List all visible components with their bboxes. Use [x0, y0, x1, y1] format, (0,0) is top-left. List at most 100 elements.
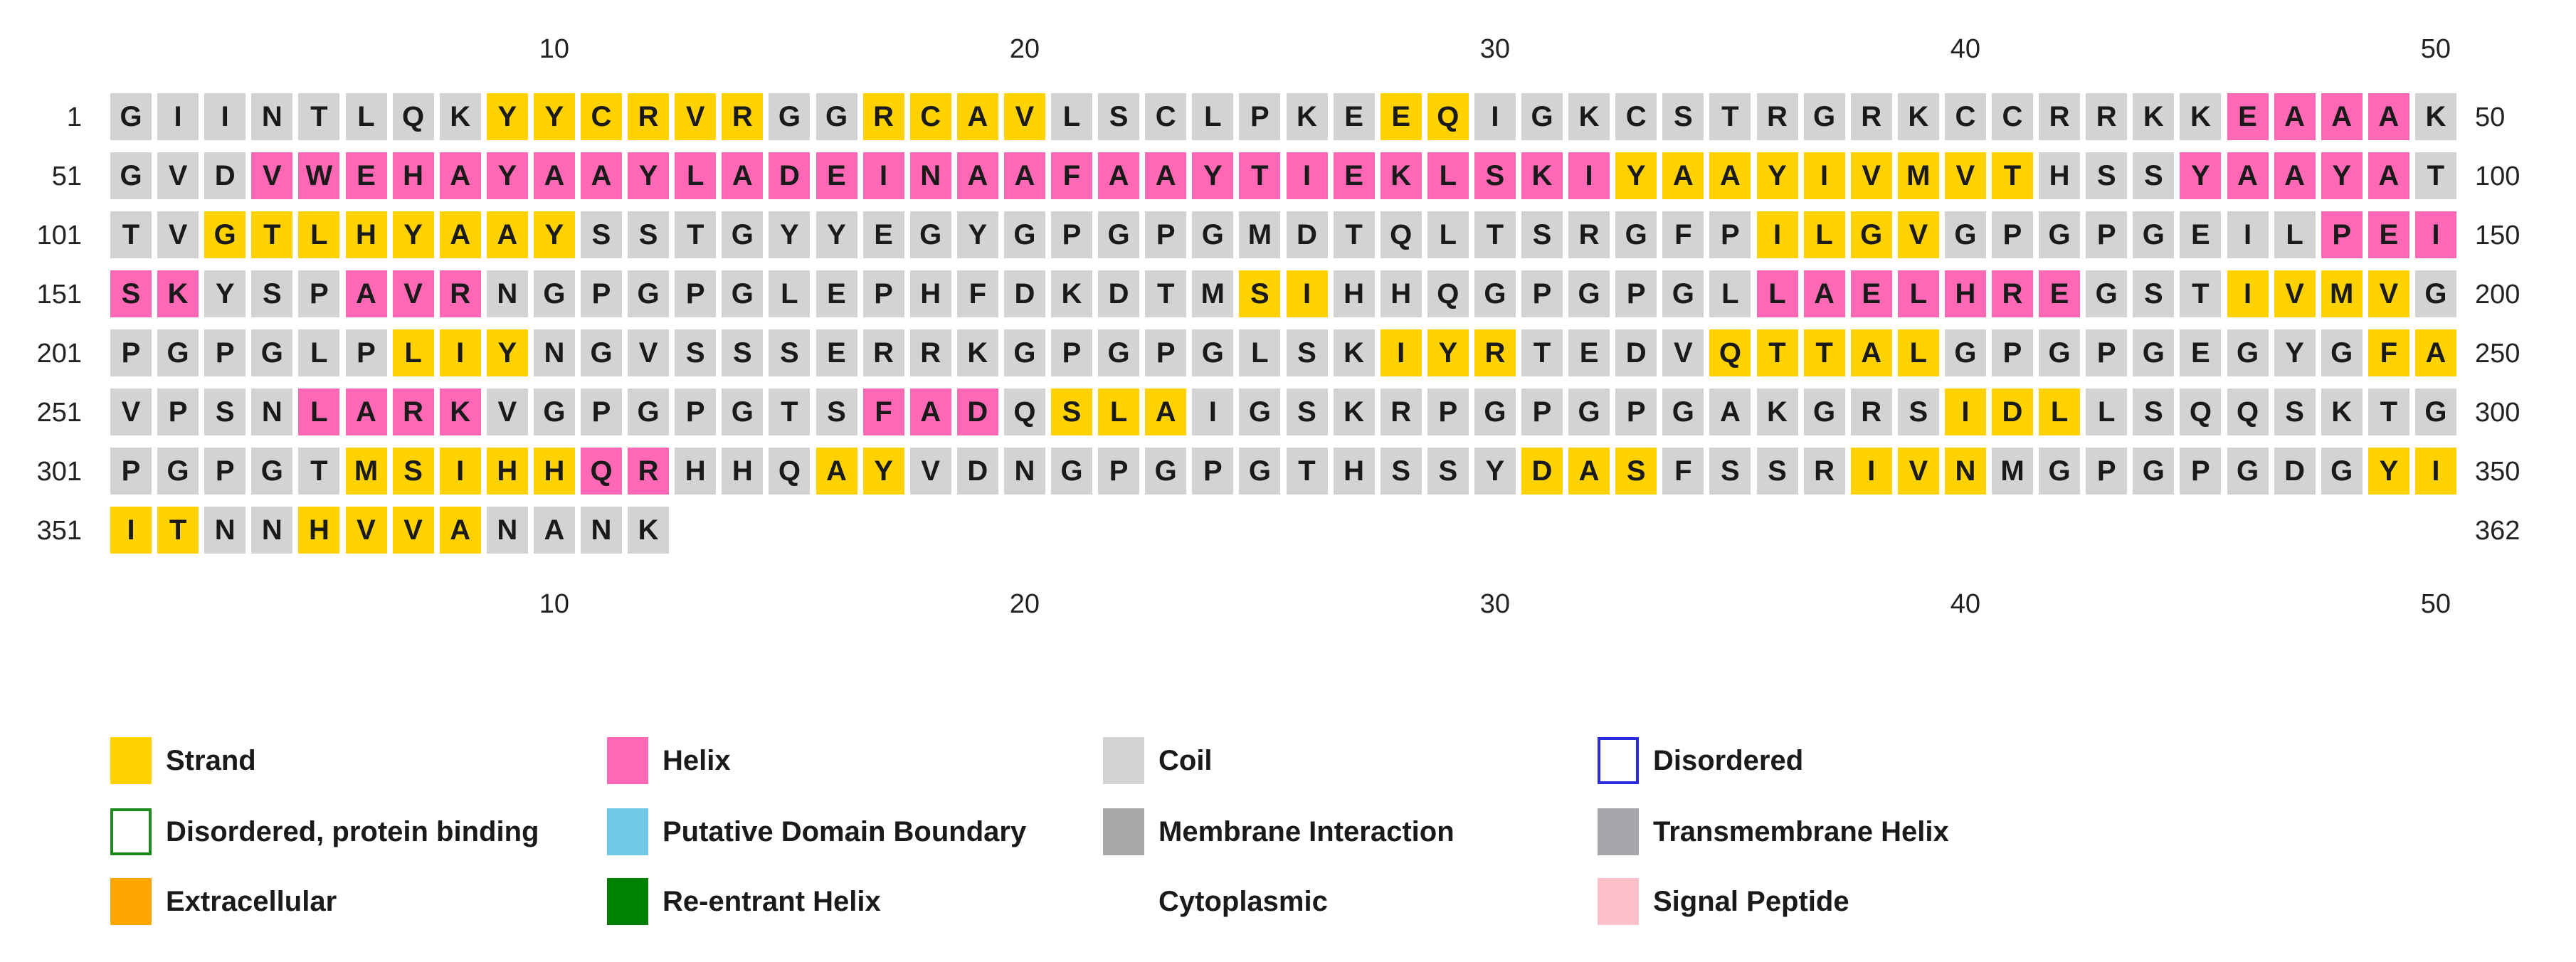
residue: R	[1474, 329, 1516, 376]
residue: V	[1003, 93, 1045, 140]
residue: L	[1239, 329, 1281, 376]
column-tick-bottom: 40	[1950, 589, 1981, 619]
row-end-index: 50	[2475, 102, 2506, 132]
residue: F	[1662, 448, 1704, 495]
legend-label: Extracellular	[166, 885, 337, 917]
residue: G	[2227, 448, 2269, 495]
residue: C	[1615, 93, 1657, 140]
residue: N	[486, 270, 528, 317]
column-tick-top: 40	[1950, 34, 1981, 64]
residue: L	[1803, 211, 1845, 258]
residue: S	[675, 329, 717, 376]
residue: I	[1756, 211, 1798, 258]
residue: K	[1521, 152, 1563, 199]
residue: Q	[1003, 388, 1045, 435]
residue: A	[1145, 152, 1187, 199]
residue: K	[1051, 270, 1092, 317]
residue: L	[1427, 211, 1469, 258]
legend-label: Disordered, protein binding	[166, 815, 539, 847]
row-end-index: 362	[2475, 516, 2520, 546]
residue: E	[2039, 270, 2081, 317]
residue: N	[909, 152, 951, 199]
residue: T	[1803, 329, 1845, 376]
residue: T	[251, 211, 293, 258]
residue: L	[1051, 93, 1092, 140]
residue: T	[1521, 329, 1563, 376]
residue: M	[1192, 270, 1234, 317]
residue: H	[533, 448, 575, 495]
residue: Q	[769, 448, 811, 495]
residue: G	[1239, 448, 1281, 495]
residue: T	[769, 388, 811, 435]
residue: G	[1098, 211, 1140, 258]
residue: A	[2368, 152, 2409, 199]
residue: A	[956, 93, 998, 140]
residue: Y	[533, 211, 575, 258]
residue: Y	[862, 448, 904, 495]
column-tick-bottom: 30	[1479, 589, 1511, 619]
residue: S	[1051, 388, 1092, 435]
residue: G	[1850, 211, 1892, 258]
column-tick-bottom: 50	[2420, 589, 2451, 619]
residue: G	[157, 329, 199, 376]
residue: T	[1756, 329, 1798, 376]
residue: S	[769, 329, 811, 376]
residue: N	[251, 93, 293, 140]
residue: F	[956, 270, 998, 317]
residue: G	[2039, 448, 2081, 495]
residue: E	[2227, 93, 2269, 140]
residue: P	[1145, 329, 1187, 376]
residue: P	[110, 329, 152, 376]
residue: V	[1897, 211, 1939, 258]
row-start-index: 301	[36, 457, 82, 487]
residue: S	[1427, 448, 1469, 495]
residue: Q	[392, 93, 434, 140]
residue: D	[2274, 448, 2316, 495]
residue: F	[1051, 152, 1092, 199]
residue: G	[1803, 388, 1845, 435]
residue: C	[909, 93, 951, 140]
residue: I	[157, 93, 199, 140]
row-start-index: 351	[36, 516, 82, 546]
residue: T	[298, 93, 340, 140]
residue: V	[392, 507, 434, 554]
residue: E	[815, 270, 857, 317]
residue: G	[581, 329, 622, 376]
residue: G	[2133, 448, 2175, 495]
residue: I	[1192, 388, 1234, 435]
residue: V	[675, 93, 717, 140]
legend-item: Strand	[110, 737, 256, 784]
residue: A	[2321, 93, 2363, 140]
residue: P	[1992, 329, 2033, 376]
residue: G	[2039, 329, 2081, 376]
residue: I	[2414, 211, 2456, 258]
residue: P	[2321, 211, 2363, 258]
residue: V	[157, 152, 199, 199]
residue: T	[2368, 388, 2409, 435]
residue: R	[439, 270, 481, 317]
residue: G	[909, 211, 951, 258]
residue: P	[1992, 211, 2033, 258]
residue: D	[1098, 270, 1140, 317]
residue: A	[1709, 152, 1751, 199]
residue: P	[1615, 388, 1657, 435]
residue: G	[1944, 211, 1986, 258]
residue: Y	[1615, 152, 1657, 199]
residue: S	[581, 211, 622, 258]
residue: K	[439, 388, 481, 435]
legend-item: Transmembrane Helix	[1598, 808, 1949, 855]
residue: E	[1850, 270, 1892, 317]
residue: A	[1803, 270, 1845, 317]
residue: S	[204, 388, 246, 435]
residue: G	[1003, 211, 1045, 258]
residue: P	[1239, 93, 1281, 140]
residue: G	[1521, 93, 1563, 140]
residue: G	[1003, 329, 1045, 376]
residue: N	[1944, 448, 1986, 495]
row-end-index: 300	[2475, 398, 2520, 428]
row-start-index: 1	[66, 102, 82, 132]
residue: L	[298, 388, 340, 435]
residue: L	[392, 329, 434, 376]
residue: C	[1992, 93, 2033, 140]
residue: K	[1897, 93, 1939, 140]
